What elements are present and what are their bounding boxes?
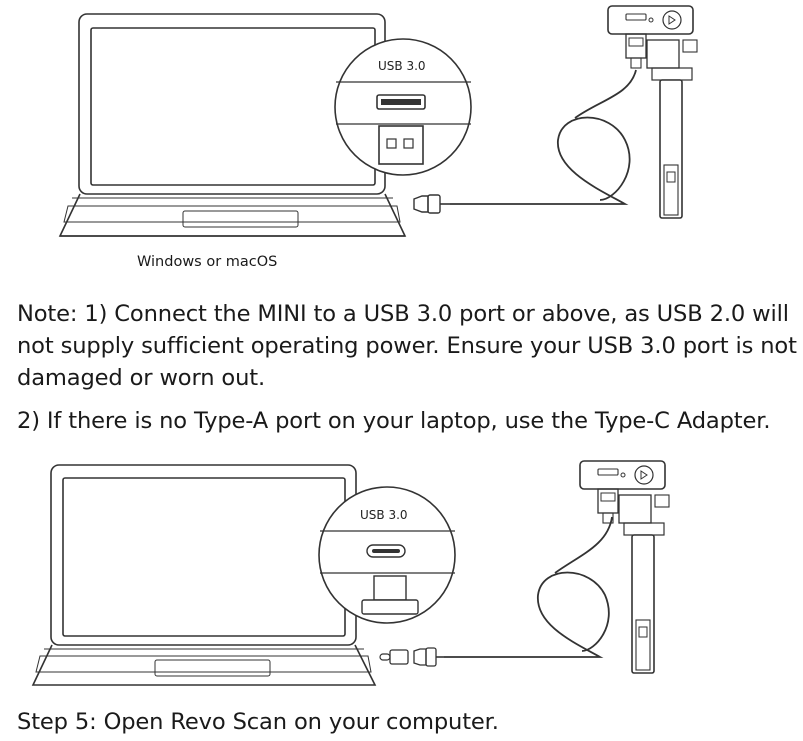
step-5-text: Step 5: Open Revo Scan on your computer. [17, 709, 499, 735]
laptop-keyboard [63, 205, 401, 223]
zoom-circle [318, 486, 456, 624]
laptop-display [90, 27, 376, 186]
scanner-handle [659, 79, 683, 219]
usb-cable [444, 571, 610, 658]
figure-usb-a-connection: USB 3.0 Windows or macOS [0, 0, 803, 290]
laptop-base [58, 193, 407, 237]
scanner-button [634, 465, 654, 485]
laptop-keyboard [35, 655, 372, 673]
laptop-touchpad [182, 210, 299, 228]
scanner-head [607, 5, 694, 35]
laptop-display [62, 477, 346, 637]
zoom-label: USB 3.0 [378, 59, 426, 73]
usb-a-connection-illustration: USB 3.0 [58, 5, 698, 237]
usb-a-port [376, 94, 426, 110]
laptop-touchpad [154, 659, 271, 677]
note-2: 2) If there is no Type-A port on your la… [17, 408, 771, 434]
zoom-label: USB 3.0 [360, 508, 408, 522]
scanner-button [662, 10, 682, 30]
usb-cable [450, 116, 631, 205]
usb-a-plug-zoom [378, 125, 424, 165]
zoom-circle [334, 38, 472, 176]
figure-type-c-connection: USB 3.0 [0, 455, 803, 710]
type-c-connection-illustration: USB 3.0 [31, 460, 670, 686]
laptop-screen-outline [50, 464, 357, 646]
figure-caption: Windows or macOS [137, 254, 278, 270]
usb-a-plug [413, 195, 429, 213]
scanner-head [579, 460, 666, 490]
type-c-adapter [379, 653, 391, 661]
note-1: Note: 1) Connect the MINI to a USB 3.0 p… [17, 301, 797, 391]
usb-c-port [366, 544, 406, 558]
scanner-handle [631, 534, 655, 674]
